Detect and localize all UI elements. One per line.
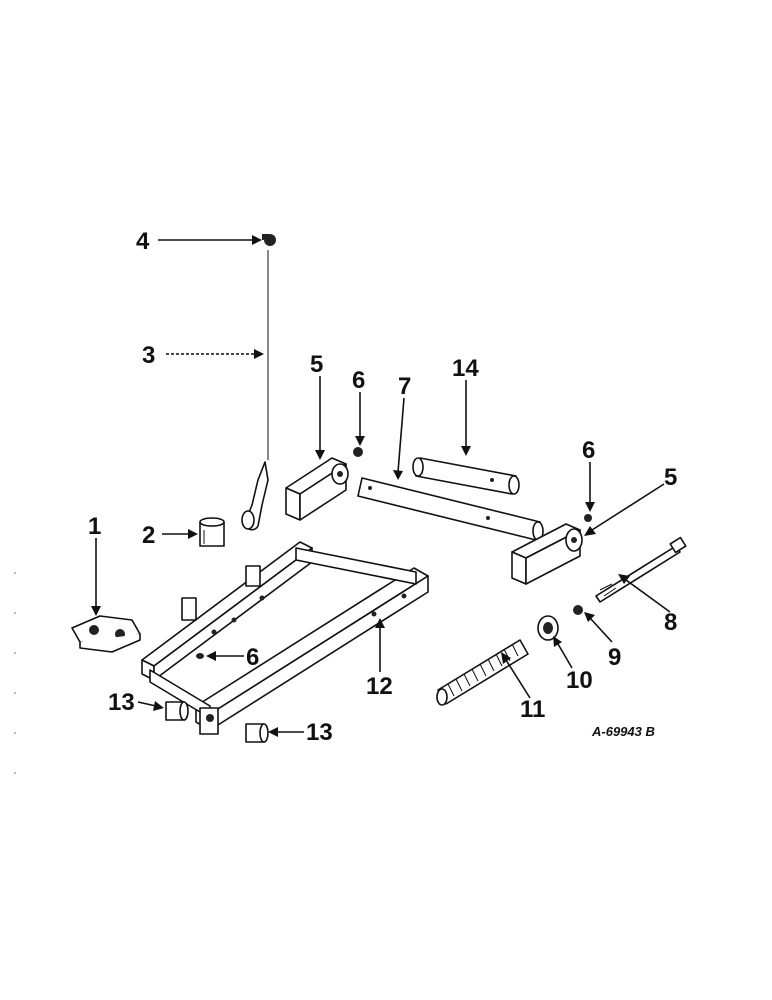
part-13-bumper-right xyxy=(245,723,269,743)
part-6-pin-a xyxy=(353,447,363,457)
callout-14: 14 xyxy=(452,355,479,382)
callout-8: 8 xyxy=(664,609,677,636)
callout-2: 2 xyxy=(142,522,155,549)
part-4-clip xyxy=(262,234,276,246)
callout-5-right: 5 xyxy=(664,464,677,491)
part-10-washer xyxy=(537,615,559,641)
part-1-bracket xyxy=(71,615,141,653)
part-9-nut xyxy=(573,605,583,615)
callout-1: 1 xyxy=(88,513,101,540)
part-13-bumper-left xyxy=(165,701,189,721)
callout-labels: 4 3 5 6 7 14 6 5 2 1 8 9 10 11 12 6 13 1… xyxy=(88,228,677,746)
callout-3: 3 xyxy=(142,342,155,369)
callout-4: 4 xyxy=(136,228,150,255)
part-8-bolt xyxy=(595,536,687,603)
callout-13-left: 13 xyxy=(108,689,135,716)
leader-lines xyxy=(91,235,671,737)
part-6-pin-c xyxy=(196,653,204,659)
callout-6-frame: 6 xyxy=(246,644,259,671)
callout-7: 7 xyxy=(398,373,411,400)
callout-6-right: 6 xyxy=(582,437,595,464)
part-2-bushing xyxy=(199,517,225,547)
part-6-pin-b xyxy=(584,514,592,522)
callout-6-top: 6 xyxy=(352,367,365,394)
callout-12: 12 xyxy=(366,673,393,700)
callout-5-left: 5 xyxy=(310,351,323,378)
drawing-code: A-69943 B xyxy=(591,724,655,739)
margin-marks xyxy=(14,572,16,774)
part-12-frame xyxy=(141,541,429,735)
part-3-chain xyxy=(241,250,269,531)
callout-9: 9 xyxy=(608,644,621,671)
callout-10: 10 xyxy=(566,667,593,694)
callout-11: 11 xyxy=(520,696,545,723)
part-5-bracket-right xyxy=(511,523,583,585)
part-14-sleeve xyxy=(412,457,520,495)
part-5-bracket-left xyxy=(285,457,349,521)
callout-13-right: 13 xyxy=(306,719,333,746)
